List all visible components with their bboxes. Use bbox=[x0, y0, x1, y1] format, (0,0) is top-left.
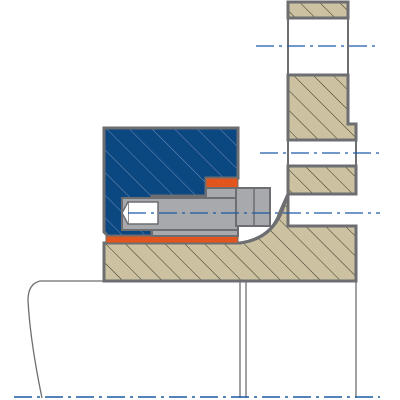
hub-fillet bbox=[239, 193, 290, 245]
hub-flange-top bbox=[286, 0, 350, 20]
hub-flange-middle bbox=[286, 164, 358, 196]
orange-layer-bottom bbox=[105, 235, 239, 244]
screw-tip-point bbox=[121, 201, 129, 225]
shaft-outline bbox=[27, 280, 104, 399]
orange-layer-top bbox=[205, 177, 239, 189]
screw-head bbox=[235, 187, 271, 227]
hub-flange-upper bbox=[286, 73, 358, 142]
